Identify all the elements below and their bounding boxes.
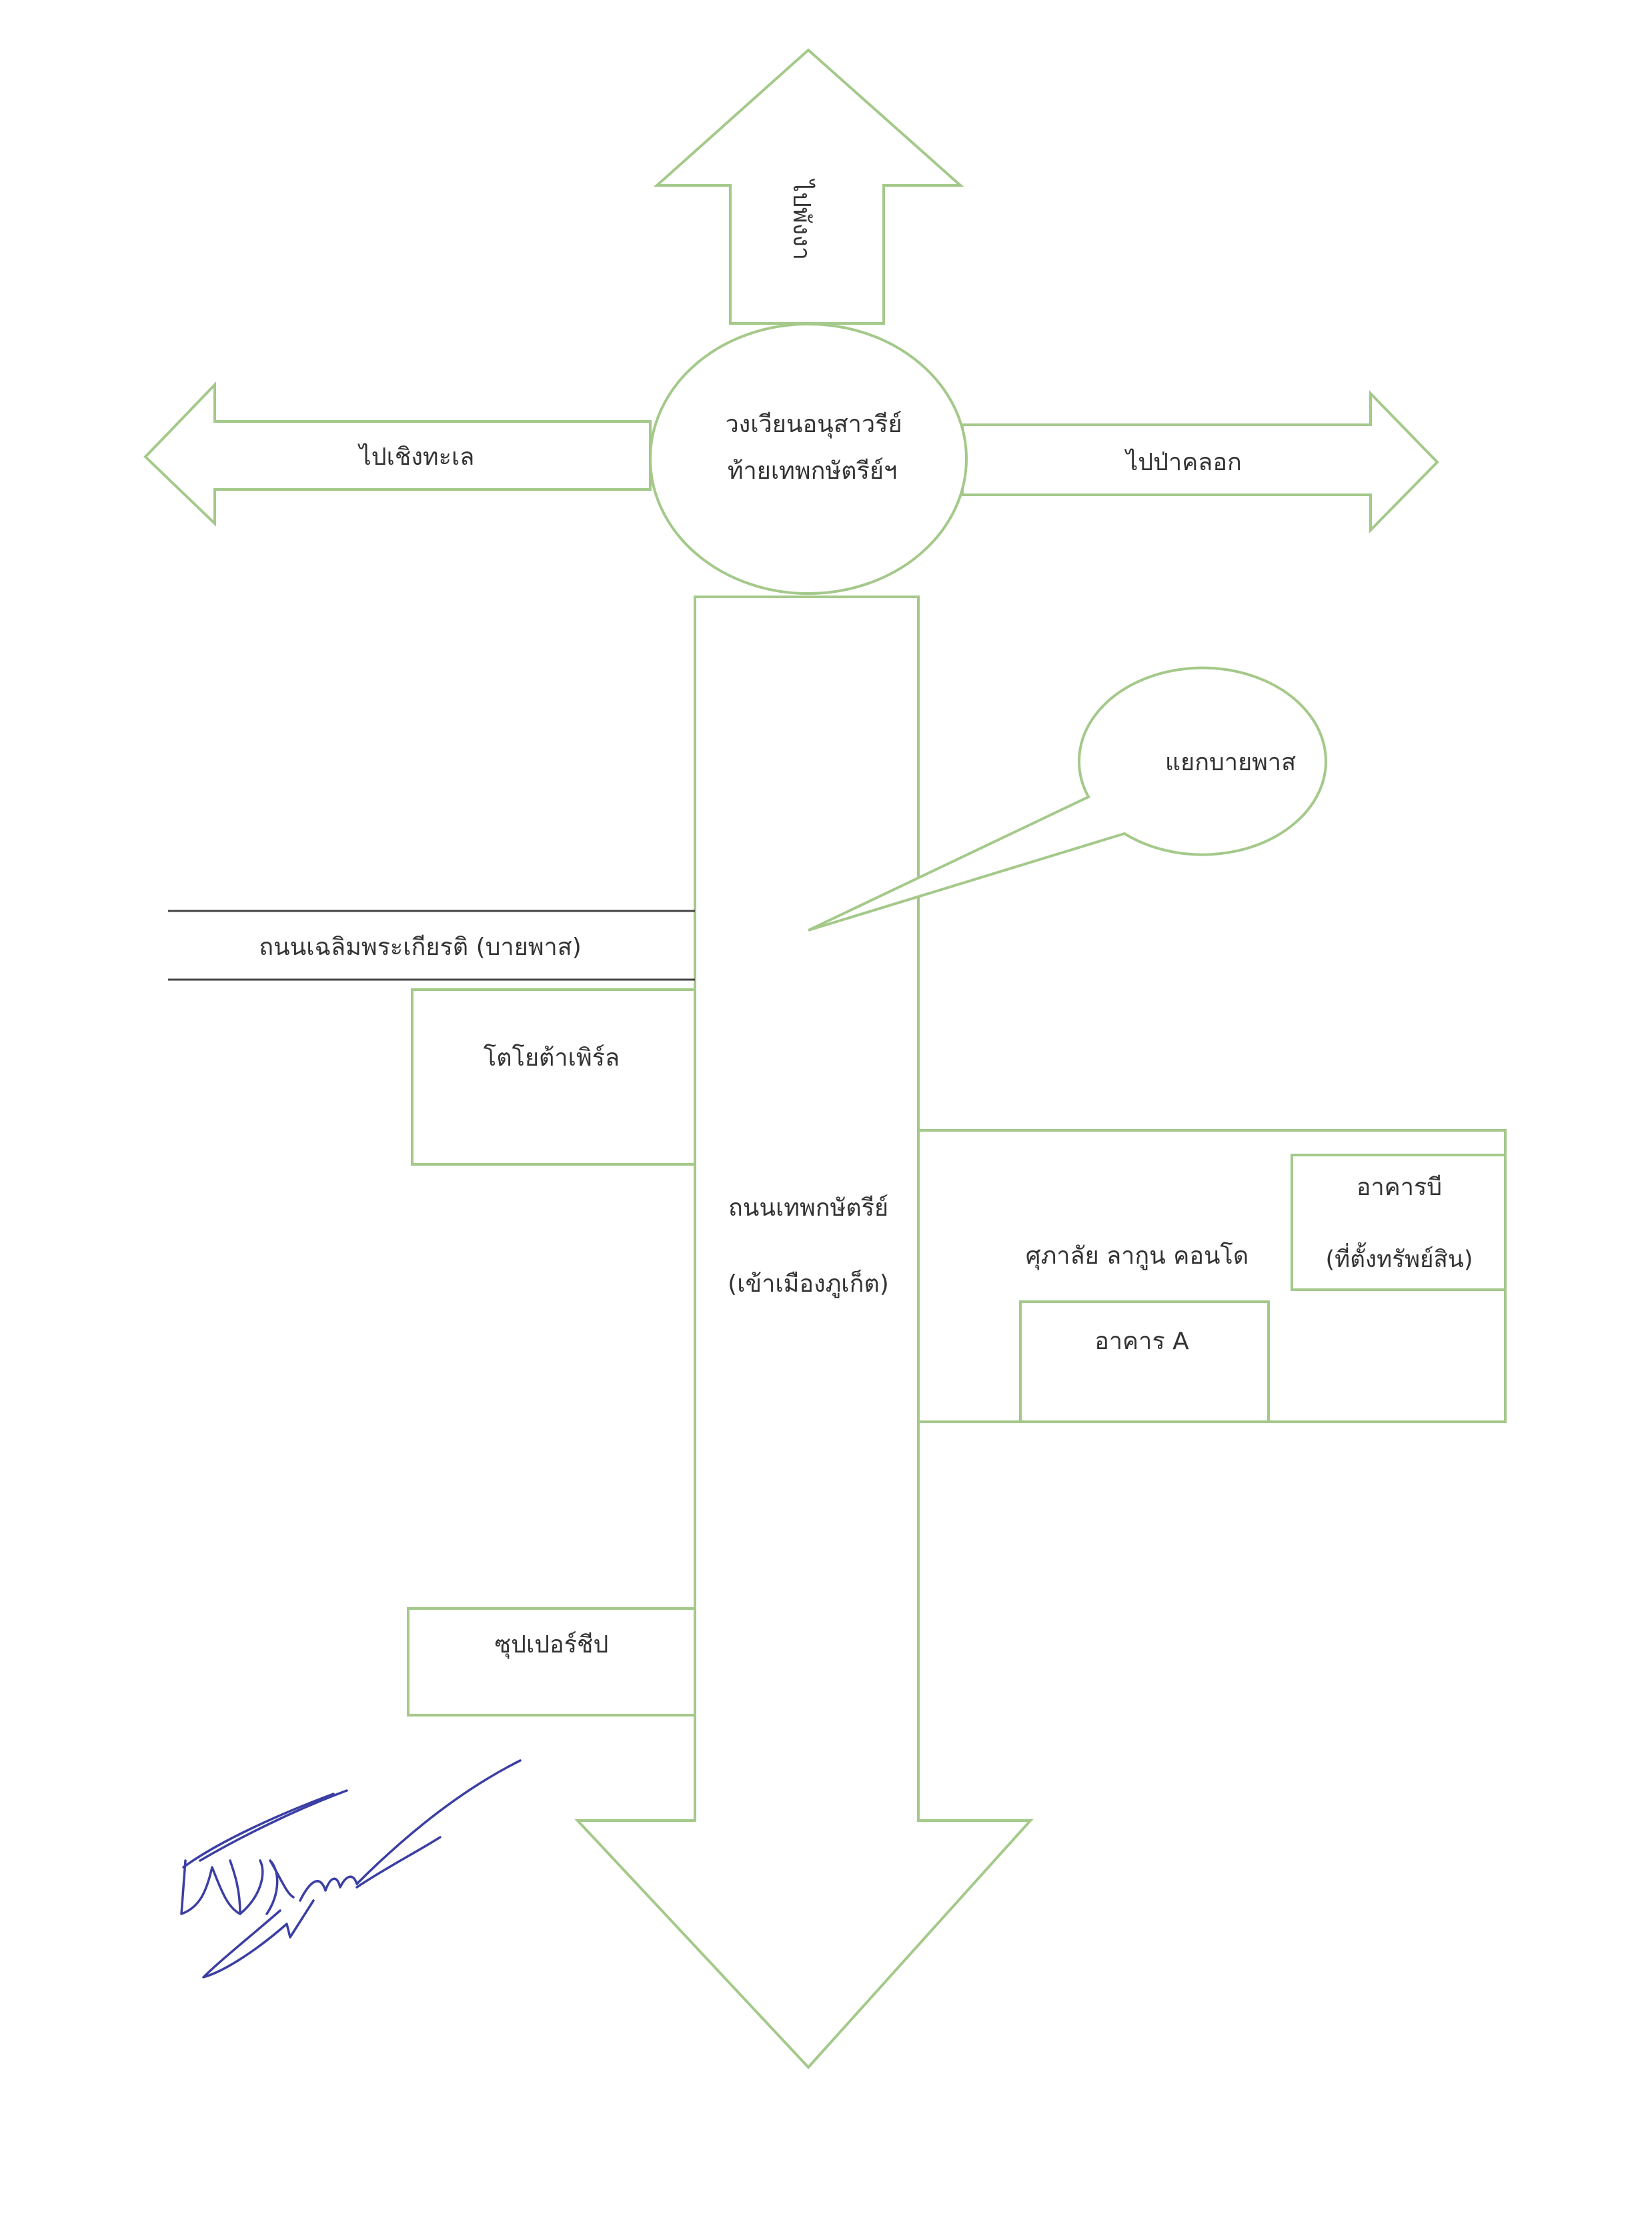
arrow-west (143, 381, 652, 527)
label-condo: ศุภาลัย ลากูน คอนโด (1026, 1242, 1249, 1270)
toyota-box (411, 988, 696, 1166)
arrow-east (961, 390, 1439, 533)
label-roundabout-line1: วงเวียนอนุสาวรีย์ (725, 411, 902, 439)
label-to-pa-khlok: ไปป่าคลอก (1124, 448, 1242, 476)
arrow-south-main-road (574, 596, 1034, 2069)
arrow-north (653, 48, 964, 325)
bypass-callout (808, 666, 1327, 932)
label-supercheap: ซุปเปอร์ชีป (495, 1631, 609, 1659)
label-bypass-junction: แยกบายพาส (1165, 749, 1296, 776)
label-main-road-line2: (เข้าเมืองภูเก็ต) (728, 1268, 889, 1298)
label-chalerm-road: ถนนเฉลิมพระเกียรติ (บายพาส) (259, 934, 582, 961)
building-a-box (1019, 1300, 1270, 1423)
label-to-phangnga: ไปพังงา (788, 178, 816, 260)
label-roundabout-line2: ท้ายเทพกษัตรีย์ฯ (728, 457, 897, 485)
roundabout (649, 323, 968, 595)
label-building-a: อาคาร A (1094, 1328, 1189, 1355)
signature (180, 1759, 522, 1979)
building-b-box (1291, 1154, 1507, 1291)
label-to-choeng-thale: ไปเชิงทะเล (357, 443, 475, 471)
label-main-road-line1: ถนนเทพกษัตรีย์ (728, 1194, 888, 1222)
label-toyota: โตโยต้าเพิร์ล (484, 1044, 620, 1072)
label-building-b-line2: (ที่ตั้งทรัพย์สิน) (1326, 1242, 1473, 1273)
label-building-b-line1: อาคารบี (1357, 1174, 1442, 1201)
supercheap-box (407, 1607, 696, 1717)
